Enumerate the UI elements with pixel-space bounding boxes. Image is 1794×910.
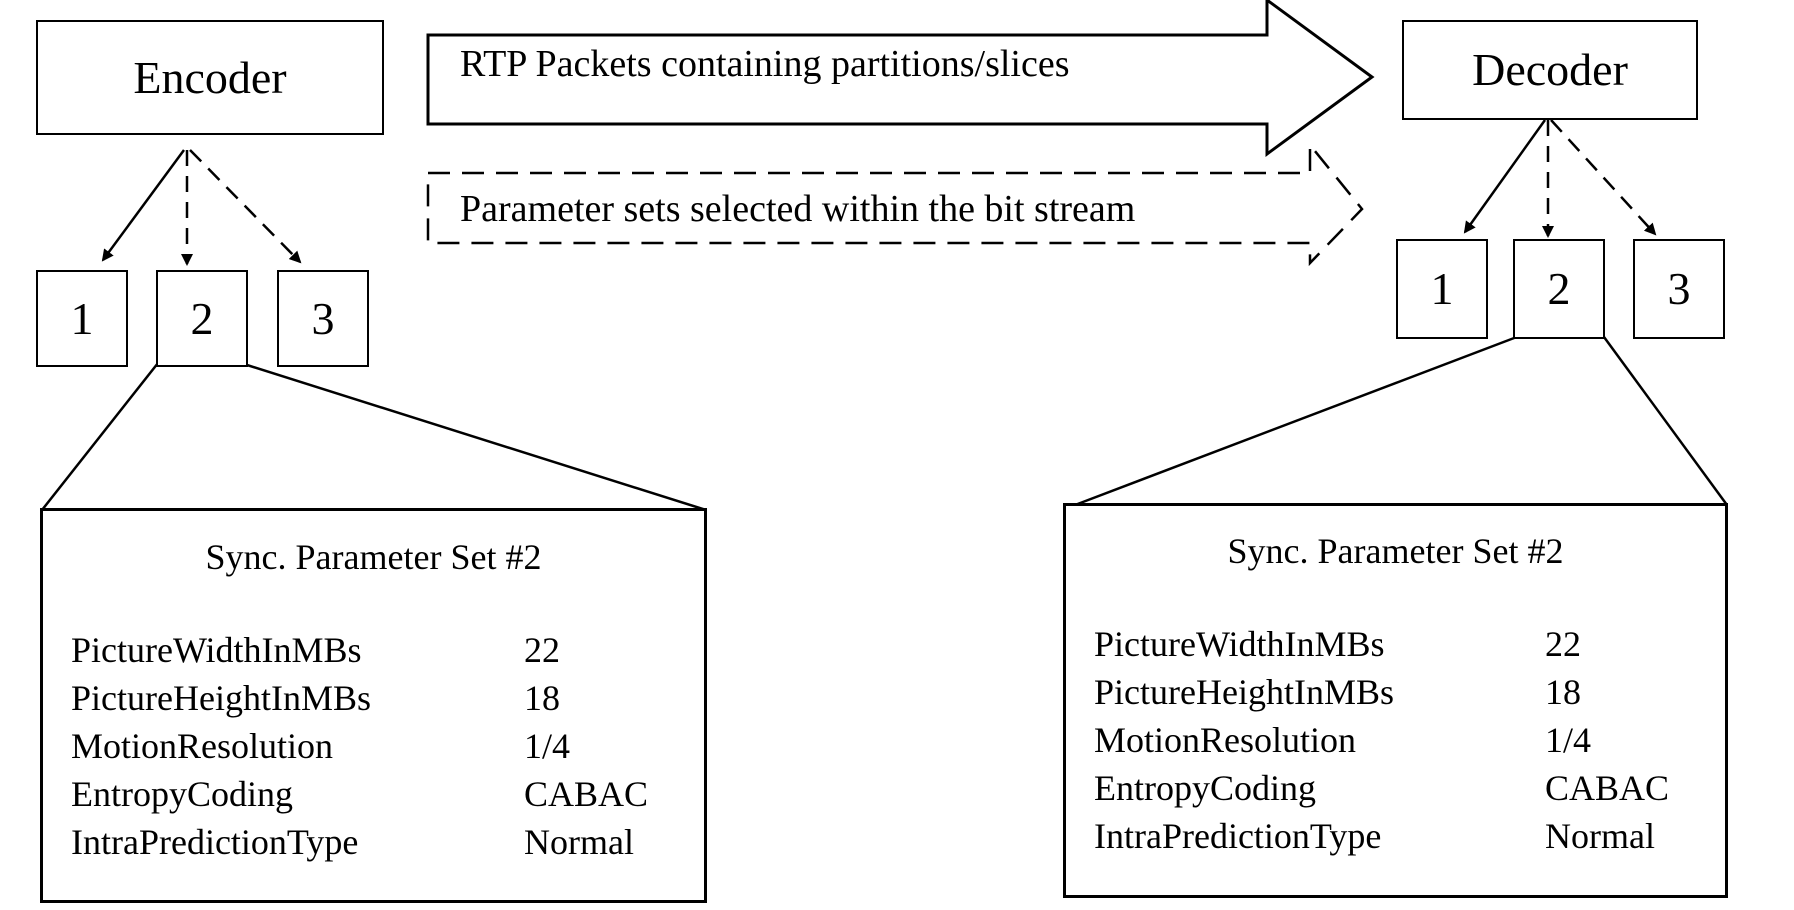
decoder-zoom-line-right — [1602, 336, 1729, 506]
encoder-param-name: PictureHeightInMBs — [71, 678, 371, 718]
decoder-to-set-1-arrow — [1463, 119, 1547, 234]
encoder-parameter-set-1-label: 1 — [70, 292, 94, 344]
decoder-param-value: 22 — [1545, 624, 1581, 664]
decoder-param-row: PictureHeightInMBs 18 — [1094, 668, 1725, 716]
decoder-parameter-set-2-label: 2 — [1547, 263, 1571, 314]
encoder-param-name: PictureWidthInMBs — [71, 630, 362, 670]
decoder-param-name: IntraPredictionType — [1094, 816, 1382, 856]
encoder-parameter-set-3-label: 3 — [311, 292, 335, 344]
decoder-param-name: PictureWidthInMBs — [1094, 624, 1385, 664]
decoder-param-row: PictureWidthInMBs 22 — [1094, 620, 1725, 668]
decoder-to-set-3-arrow — [1550, 119, 1657, 236]
encoder-to-set-1-arrow — [101, 149, 186, 262]
decoder-parameter-set-1: 1 — [1396, 239, 1488, 339]
encoder-param-value: 22 — [524, 630, 560, 670]
decoder-param-row: IntraPredictionType Normal — [1094, 812, 1725, 860]
encoder-panel-title: Sync. Parameter Set #2 — [205, 537, 542, 577]
decoder-parameter-set-1-label: 1 — [1430, 263, 1454, 314]
parameter-sets-arrow — [426, 141, 1364, 267]
encoder-parameter-panel: Sync. Parameter Set #2 PictureWidthInMBs… — [40, 508, 707, 903]
encoder-parameter-set-2-label: 2 — [190, 292, 214, 344]
decoder-param-name: PictureHeightInMBs — [1094, 672, 1394, 712]
encoder-param-row: PictureWidthInMBs 22 — [71, 626, 704, 674]
decoder-zoom-line-left — [1074, 333, 1523, 507]
decoder-panel-title: Sync. Parameter Set #2 — [1227, 531, 1564, 571]
encoder-parameter-set-2: 2 — [156, 270, 248, 367]
encoder-param-row: MotionResolution 1/4 — [71, 722, 704, 770]
encoder-param-value: 18 — [524, 678, 560, 718]
encoder-to-set-3-arrow — [189, 149, 302, 264]
decoder-parameter-set-2: 2 — [1513, 239, 1605, 339]
decoder-param-value: Normal — [1545, 816, 1655, 856]
encoder-box: Encoder — [36, 20, 384, 135]
encoder-param-value: Normal — [524, 822, 634, 862]
encoder-param-value: 1/4 — [524, 726, 571, 766]
encoder-param-name: MotionResolution — [71, 726, 334, 766]
rtp-packets-arrow — [426, 0, 1375, 157]
encoder-param-row: IntraPredictionType Normal — [71, 818, 704, 866]
decoder-parameter-set-3-label: 3 — [1667, 263, 1691, 314]
decoder-parameter-panel: Sync. Parameter Set #2 PictureWidthInMBs… — [1063, 503, 1728, 898]
encoder-param-row: PictureHeightInMBs 18 — [71, 674, 704, 722]
rtp-packets-label: RTP Packets containing partitions/slices — [460, 43, 1070, 85]
decoder-param-value: CABAC — [1545, 768, 1670, 808]
decoder-parameter-set-3: 3 — [1633, 239, 1725, 339]
encoder-label: Encoder — [133, 51, 287, 103]
decoder-param-name: EntropyCoding — [1094, 768, 1316, 808]
decoder-param-name: MotionResolution — [1094, 720, 1357, 760]
decoder-box: Decoder — [1402, 20, 1698, 120]
decoder-label: Decoder — [1472, 44, 1628, 95]
encoder-param-name: IntraPredictionType — [71, 822, 359, 862]
encoder-parameter-set-1: 1 — [36, 270, 128, 367]
decoder-param-value: 18 — [1545, 672, 1581, 712]
decoder-param-row: MotionResolution 1/4 — [1094, 716, 1725, 764]
decoder-param-row: EntropyCoding CABAC — [1094, 764, 1725, 812]
encoder-zoom-line-left — [41, 362, 159, 511]
encoder-parameter-set-3: 3 — [277, 270, 369, 367]
encoder-param-name: EntropyCoding — [71, 774, 293, 814]
encoder-zoom-line-right — [246, 363, 707, 512]
parameter-sets-flow-label: Parameter sets selected within the bit s… — [460, 188, 1136, 230]
decoder-param-value: 1/4 — [1545, 720, 1592, 760]
encoder-param-value: CABAC — [524, 774, 649, 814]
encoder-param-row: EntropyCoding CABAC — [71, 770, 704, 818]
